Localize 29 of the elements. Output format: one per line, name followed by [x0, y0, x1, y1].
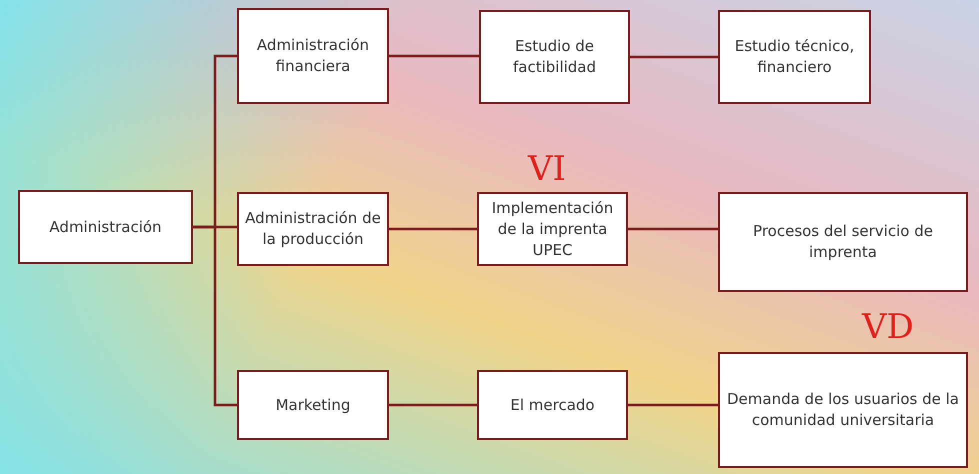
box-text: Estudio técnico, financiero [734, 36, 856, 78]
variable-label: VI [528, 152, 566, 186]
box-text: Implementación de la imprenta UPEC [490, 198, 614, 260]
box-text: El mercado [510, 394, 595, 416]
concept-box [237, 192, 389, 266]
concept-box [237, 370, 389, 440]
connector-line [193, 226, 237, 406]
connector-line [628, 228, 718, 230]
concept-box [718, 192, 968, 292]
box-text: Administración [49, 216, 162, 238]
concept-box [477, 370, 628, 440]
concept-box [718, 10, 871, 104]
connector-line [389, 404, 477, 406]
box-text: Administración de la producción [245, 208, 381, 250]
box-text: Marketing [276, 394, 350, 416]
concept-box [479, 10, 630, 104]
concept-box [18, 190, 193, 264]
concept-box [718, 352, 968, 468]
connector-line [630, 56, 718, 58]
concept-box [237, 8, 389, 104]
variable-label: VD [862, 310, 914, 344]
connector-line [389, 228, 477, 230]
box-text: Administración financiera [256, 35, 370, 77]
box-text: Procesos del servicio de imprenta [752, 221, 934, 263]
box-text: Demanda de los usuarios de la comunidad universitaria [726, 389, 960, 431]
connector-line [628, 404, 718, 406]
concept-box [477, 192, 628, 266]
box-text: Estudio de factibilidad [512, 36, 598, 78]
connector-line [389, 54, 479, 58]
